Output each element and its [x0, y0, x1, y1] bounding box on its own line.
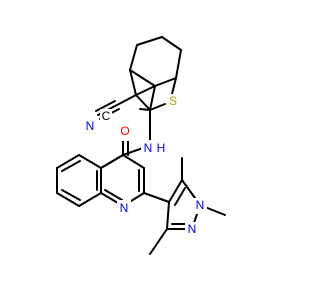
bond [154, 77, 177, 87]
bond [104, 189, 123, 201]
bond [174, 187, 186, 206]
bond [122, 147, 144, 156]
bond [116, 94, 137, 106]
bond [78, 154, 102, 169]
atom-label-quinoline-n: N [120, 201, 129, 215]
bond [149, 228, 168, 255]
bond [166, 201, 170, 230]
atom-label-sulfur: S [169, 94, 177, 108]
bond [135, 85, 156, 96]
bond [129, 44, 138, 71]
atom-label-pyrazole-n1: N [196, 198, 205, 212]
bonds [56, 36, 226, 255]
bond [139, 108, 151, 111]
bond [129, 69, 137, 96]
bond [100, 154, 124, 169]
atom-label-pyrazole-n2: N [188, 222, 197, 236]
structure-drawing: N C S N H O N N N [56, 36, 226, 255]
bond [136, 36, 163, 46]
bond [135, 94, 151, 111]
bond [129, 69, 156, 87]
bond [168, 179, 183, 203]
bond [78, 192, 102, 207]
bond [149, 103, 166, 111]
bond [143, 192, 170, 203]
bond [122, 154, 145, 169]
bond [175, 49, 182, 79]
bond [171, 77, 177, 95]
bond [95, 100, 116, 112]
bond [161, 36, 182, 51]
atom-label-nitrile-n: N [86, 119, 95, 133]
bond [61, 189, 81, 201]
atom-labels: N C S N H O N N N [83, 94, 207, 238]
bond [56, 154, 80, 169]
bond [149, 85, 156, 111]
molecule-canvas: N C S N H O N N N [56, 36, 226, 255]
atom-label-amide-h: H [157, 141, 166, 155]
atom-label-nitrile-c: C [102, 109, 111, 123]
bond [61, 160, 81, 172]
atom-label-oxygen: O [120, 124, 129, 138]
bond [56, 192, 80, 207]
atom-label-amide-n: N [144, 141, 153, 155]
